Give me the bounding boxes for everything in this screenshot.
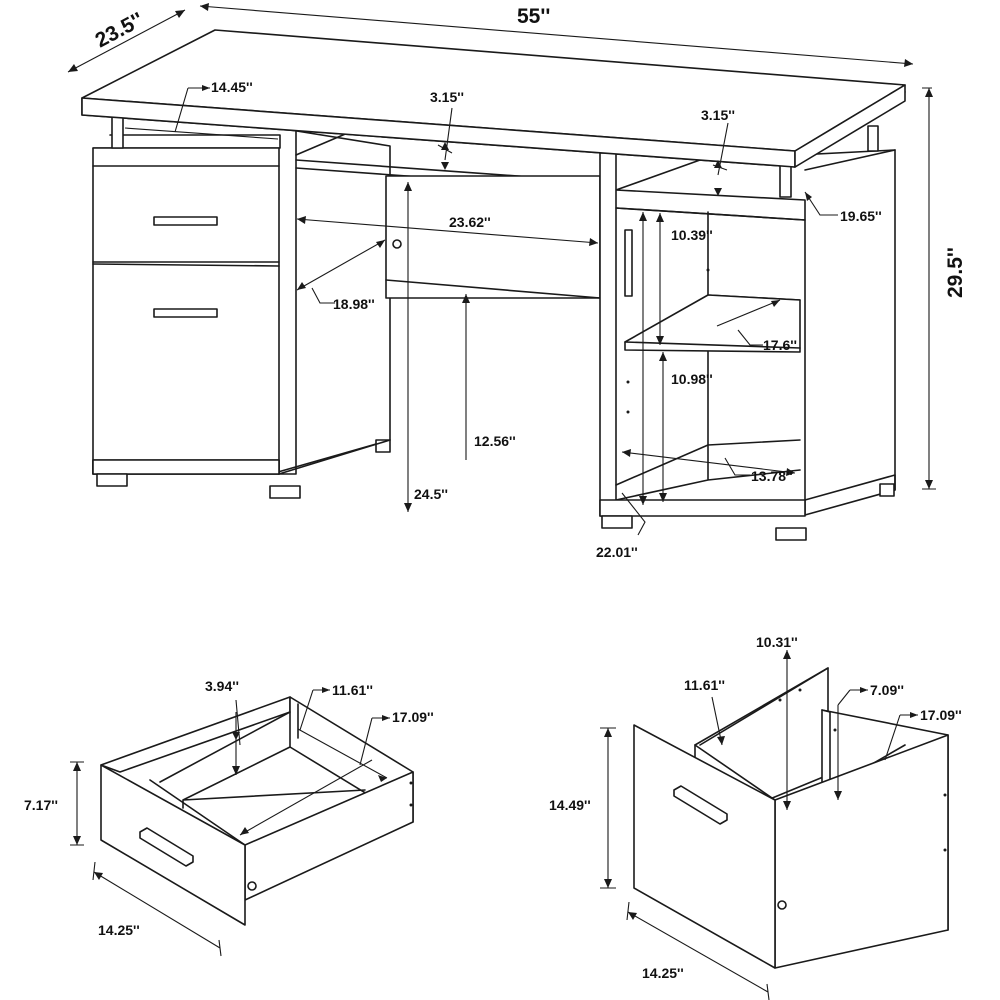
cabinet-depth-label: 22.01'' — [596, 544, 638, 560]
knee-depth-label: 18.98'' — [333, 296, 375, 312]
right-foot-front-right — [775, 527, 807, 541]
left-inner-panel — [278, 127, 297, 475]
dim-small-inner-length — [239, 759, 373, 836]
lock-hole — [392, 239, 402, 249]
file-back-height-label: 10.31'' — [756, 634, 798, 650]
shelf-pin-1 — [706, 268, 710, 272]
left-pedestal-back-edge — [278, 439, 391, 475]
right-post — [779, 164, 792, 198]
small-drawer-bottom — [149, 711, 291, 846]
small-drawer-back-inner — [182, 703, 366, 809]
file-drawer-hole — [777, 900, 787, 910]
desk-dimension-lines — [67, 3, 936, 536]
upper-drawer-handle — [153, 216, 218, 226]
left-foot-front — [96, 473, 128, 487]
small-inner-width-label: 11.61'' — [332, 682, 373, 698]
dim-file-front-width — [626, 901, 770, 1000]
right-shelf-depth-label: 19.65'' — [840, 208, 882, 224]
right-foot-front-left — [601, 515, 633, 529]
file-inner-width-label: 11.61'' — [684, 677, 725, 693]
file-drawer-left-rail — [694, 667, 829, 801]
dim-overall-depth — [67, 9, 186, 73]
right-cabinet-left-panel — [599, 152, 617, 517]
left-shelf-width-label: 14.45'' — [211, 79, 253, 95]
file-drawer-drawing: 10.31'' 11.61'' 7.09'' 17.09'' 14.49'' 1… — [549, 634, 962, 1000]
right-foot-rear — [879, 483, 895, 497]
back-right-post — [867, 125, 879, 152]
file-drawer-screw-4 — [798, 688, 802, 692]
overall-depth-label: 23.5'' — [92, 8, 148, 52]
dim-right-shelf-depth — [804, 191, 838, 216]
riser-height-right-label: 3.15'' — [701, 107, 735, 123]
small-drawer-drawing: 3.94'' 11.61'' 17.09'' 7.17'' 14.25'' — [24, 678, 434, 957]
cabinet-bottom-depth-label: 13.78'' — [751, 468, 793, 484]
right-plinth — [599, 499, 806, 517]
dim-knee-depth — [296, 239, 386, 304]
file-front-height-label: 14.49'' — [549, 797, 591, 813]
overall-height-label: 29.5'' — [944, 247, 967, 298]
file-drawer-screw-5 — [833, 728, 837, 732]
file-drawer-screw-2 — [943, 848, 947, 852]
dim-small-front-width — [92, 861, 222, 957]
dim-overall-width — [199, 5, 914, 65]
modesty-panel — [385, 175, 601, 299]
file-front-width-label: 14.25'' — [642, 965, 684, 981]
dim-cabinet-shelf — [716, 299, 781, 346]
file-rail-height-label: 7.09'' — [870, 682, 904, 698]
file-drawer-screw-1 — [943, 793, 947, 797]
shelf-pin-2 — [626, 380, 630, 384]
dim-small-inner-height — [235, 699, 241, 775]
dim-small-front-height — [70, 761, 84, 846]
keyboard-clearance-label: 12.56'' — [474, 433, 516, 449]
dim-left-shelf-span — [124, 127, 279, 140]
shelf-pin-3 — [626, 410, 630, 414]
dim-cabinet-depth — [621, 212, 646, 536]
cabinet-door-handle — [624, 229, 633, 297]
desk-drawing: 23.5'' 55'' 29.5'' 14.45'' 3.15'' 3.15''… — [67, 3, 967, 560]
cabinet-lower-height-label: 10.98'' — [671, 371, 713, 387]
right-cabinet-inner-back — [615, 211, 801, 501]
riser-height-center-label: 3.15'' — [430, 89, 464, 105]
small-drawer-handle — [139, 827, 194, 867]
small-drawer-hole — [247, 881, 257, 891]
dim-cabinet-bottom — [621, 451, 796, 476]
left-foot-back — [269, 485, 301, 499]
small-inner-height-label: 3.94'' — [205, 678, 239, 694]
small-drawer-screw-2 — [409, 803, 413, 807]
file-drawer-handle — [673, 785, 728, 825]
cabinet-shelf-front-edge — [624, 341, 801, 349]
file-drawer-screw-3 — [778, 698, 782, 702]
small-front-width-label: 14.25'' — [98, 922, 140, 938]
file-drawer-front — [633, 724, 776, 969]
lower-drawer-handle — [153, 308, 218, 318]
left-plinth-front — [92, 459, 280, 475]
dim-knee-width — [296, 218, 599, 244]
knee-height-label: 24.5'' — [414, 486, 448, 502]
right-plinth-side — [804, 474, 896, 501]
cabinet-bottom — [615, 444, 709, 486]
right-cabinet-side — [804, 149, 896, 516]
cabinet-upper-height-label: 10.39'' — [671, 227, 713, 243]
modesty-panel-bottom — [385, 279, 601, 299]
small-inner-depth-label: 17.09'' — [392, 709, 434, 725]
desktop-side-edge — [794, 84, 906, 168]
knee-width-label: 23.62'' — [449, 214, 491, 230]
small-front-height-label: 7.17'' — [24, 797, 58, 813]
cabinet-shelf-depth-label: 17.6'' — [763, 337, 797, 353]
left-pedestal-divider — [92, 165, 280, 267]
dim-overall-height — [922, 87, 936, 490]
dim-file-front-height — [600, 727, 616, 889]
small-drawer-screw-1 — [409, 781, 413, 785]
file-inner-depth-label: 17.09'' — [920, 707, 962, 723]
overall-width-label: 55'' — [517, 5, 550, 28]
